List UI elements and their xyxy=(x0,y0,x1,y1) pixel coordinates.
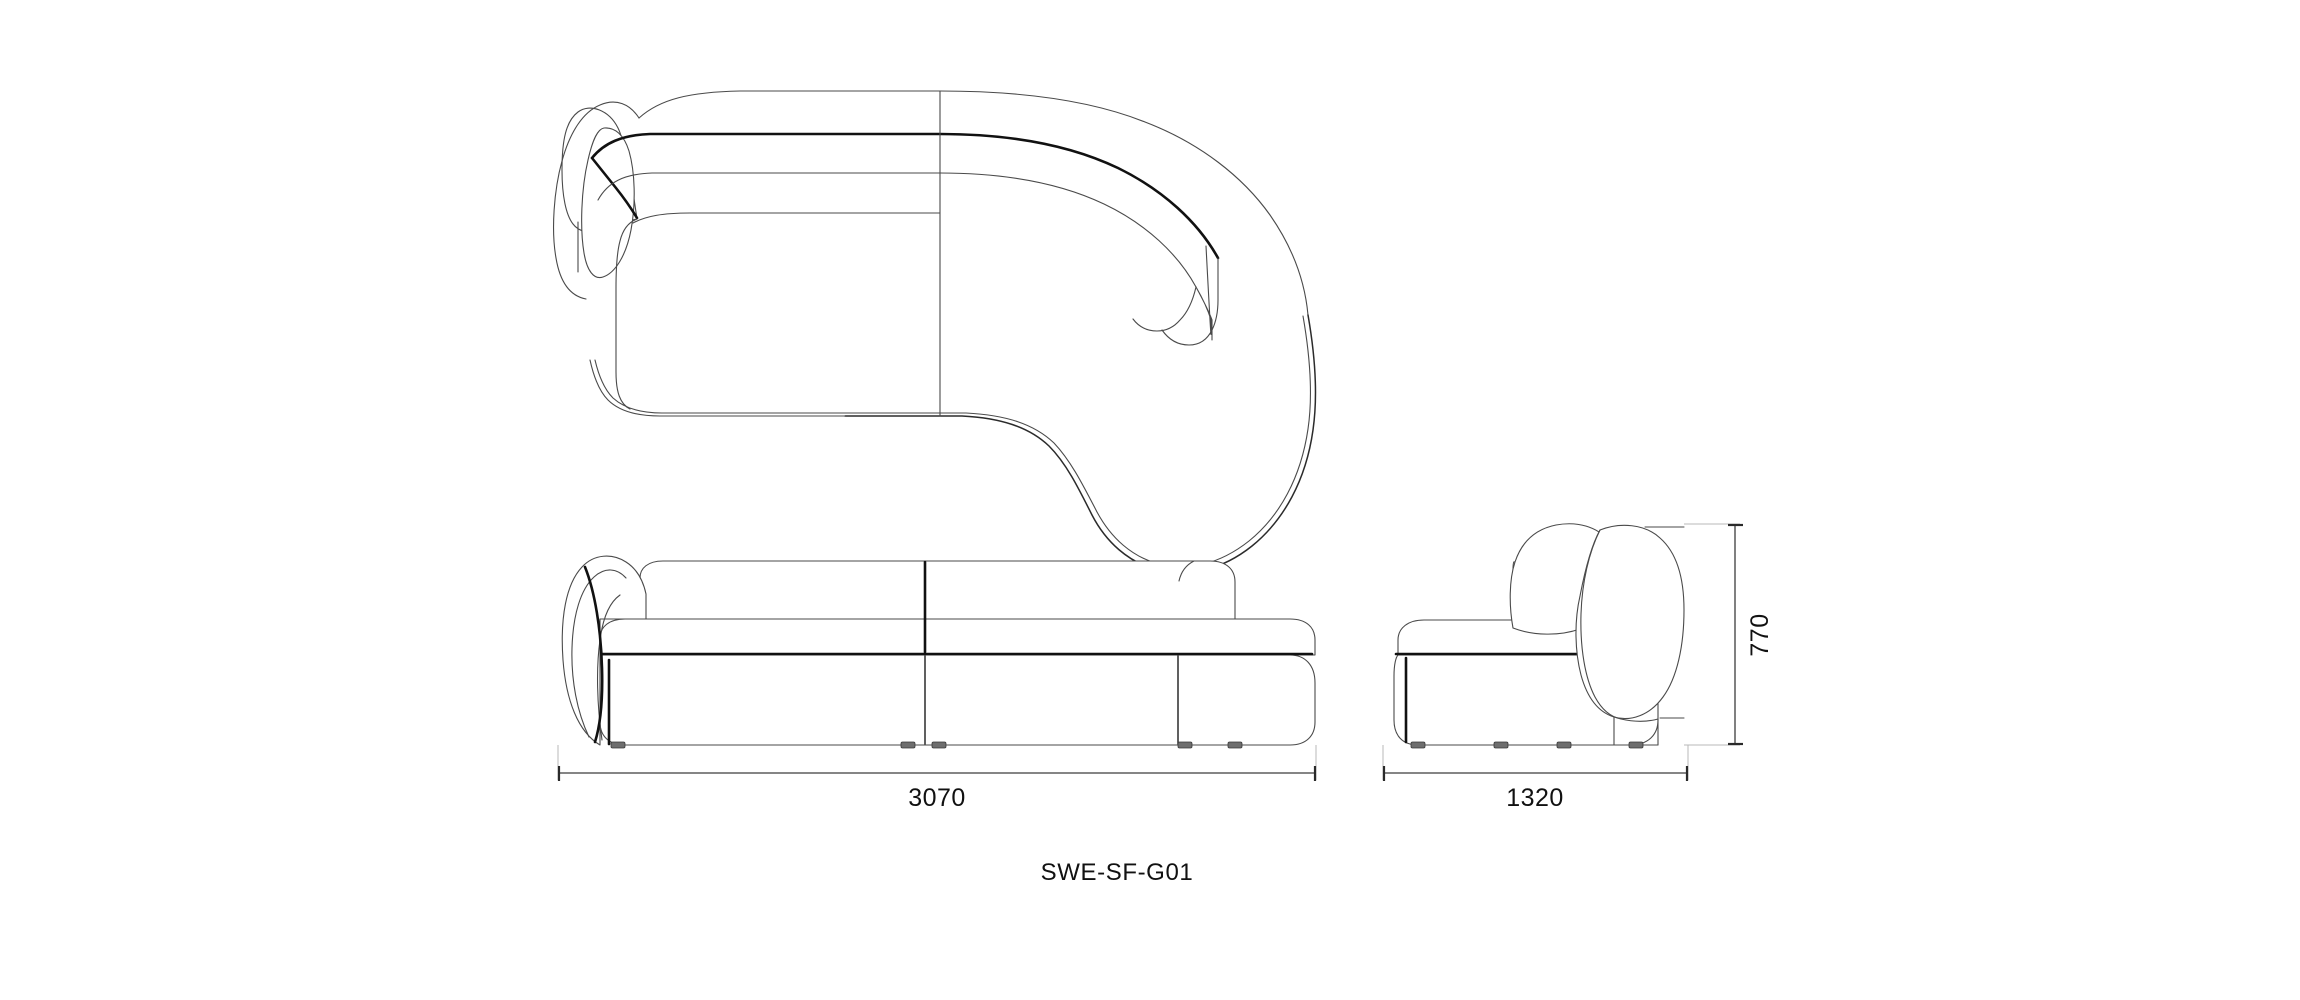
plan-backrest-right-terminus xyxy=(1161,257,1219,346)
side-foot-1 xyxy=(1410,741,1426,749)
front-foot-3 xyxy=(931,741,947,749)
front-left-arm-seam xyxy=(583,565,604,744)
depth-dim-label: 1320 xyxy=(1506,784,1564,812)
front-base-block xyxy=(599,654,1316,746)
front-foot-1 xyxy=(610,741,626,749)
product-code-label: SWE-SF-G01 xyxy=(1041,859,1194,886)
plan-seat-notch-right xyxy=(1195,245,1213,341)
front-foot-5 xyxy=(1227,741,1243,749)
plan-backrest-right-terminus-inner xyxy=(1132,286,1197,332)
plan-backrest-spine-left xyxy=(590,156,639,220)
plan-right-lobe-outer xyxy=(844,314,1317,574)
dimension-height-770: 770 xyxy=(1728,523,1774,746)
plan-view xyxy=(553,90,1317,574)
front-elevation-view xyxy=(557,555,1317,780)
dimension-depth-1320: 1320 xyxy=(1382,766,1689,812)
plan-backrest-spine-main xyxy=(590,132,1220,260)
width-dim-label: 3070 xyxy=(908,784,966,812)
front-backrest-panel xyxy=(639,560,1236,620)
side-backrest-division xyxy=(1580,529,1622,720)
height-dim-label: 770 xyxy=(1746,613,1774,656)
side-backrest-outer xyxy=(1575,524,1685,720)
front-left-arm-outer xyxy=(561,555,647,746)
side-foot-3 xyxy=(1556,741,1572,749)
front-foot-4 xyxy=(1177,741,1193,749)
side-foot-4 xyxy=(1628,741,1644,749)
side-backrest-tail xyxy=(1620,718,1659,746)
front-right-backrest-curve xyxy=(1178,560,1195,582)
plan-seat-contour xyxy=(615,218,638,410)
dimension-width-3070: 3070 xyxy=(557,766,1317,812)
front-seat-cushion xyxy=(599,618,1316,656)
plan-rear-outer-contour xyxy=(638,90,1309,316)
plan-front-bottom-edge-offset xyxy=(594,359,846,414)
plan-front-bottom-edge xyxy=(589,359,846,417)
side-foot-2 xyxy=(1493,741,1509,749)
side-elevation-view xyxy=(1382,523,1740,780)
plan-left-arm-pad xyxy=(581,127,635,279)
plan-right-lobe-outer-offset xyxy=(844,315,1312,568)
plan-left-arm-outer xyxy=(553,101,640,300)
plan-seat-front-corner xyxy=(632,212,941,224)
plan-back-cushion-inner-face xyxy=(597,172,1197,288)
front-foot-2 xyxy=(900,741,916,749)
front-left-arm-inner-roll xyxy=(571,569,627,738)
